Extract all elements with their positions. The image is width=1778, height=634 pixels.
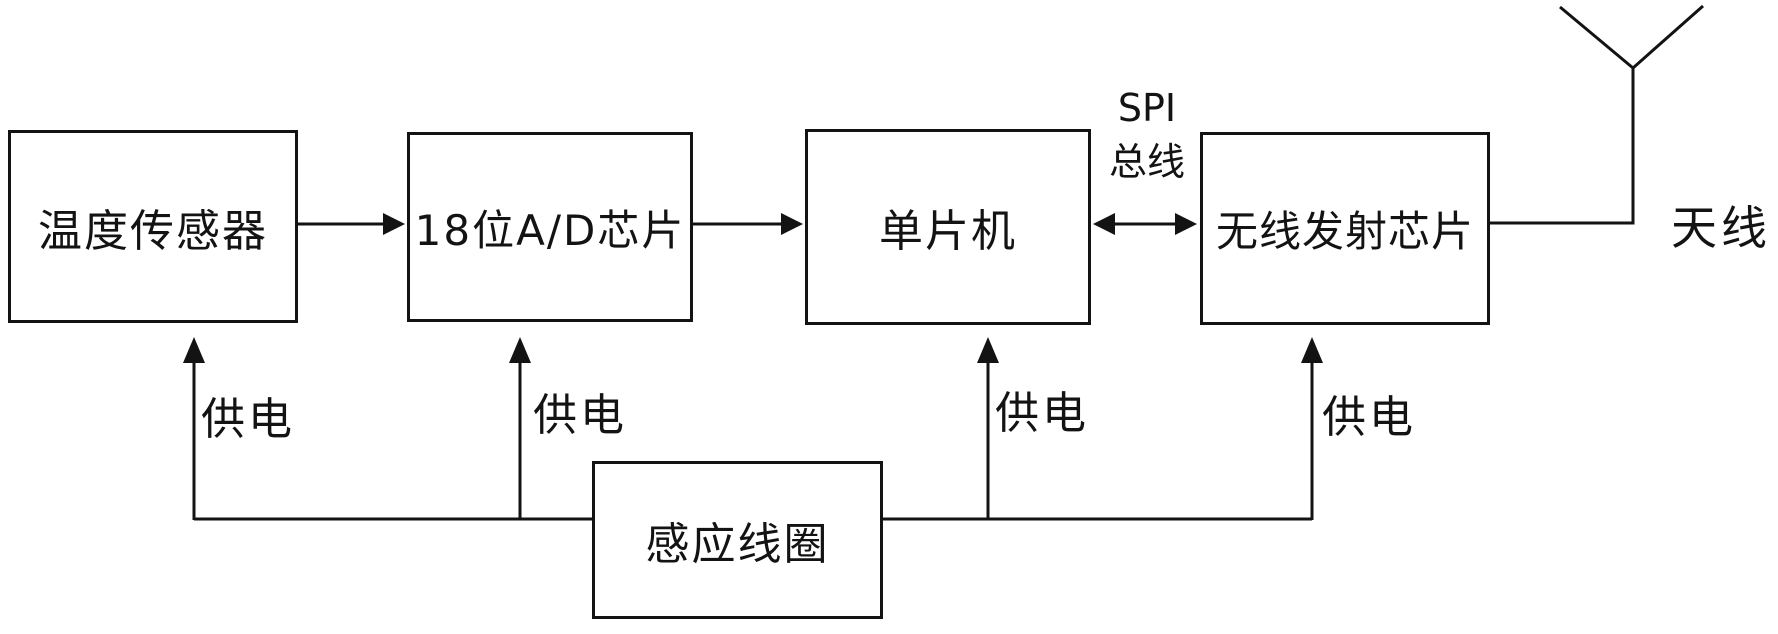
block-wireless-transmitter: 无线发射芯片	[1200, 132, 1490, 325]
power-supply-label-3: 供电	[995, 388, 1089, 439]
block-adc-chip-label: 18位A/D芯片	[414, 205, 686, 255]
power-supply-label-4: 供电	[1322, 392, 1416, 443]
antenna-feed-line	[1490, 68, 1635, 225]
block-induction-coil: 感应线圈	[592, 461, 883, 619]
spi-bus-label-line1: SPI	[1117, 86, 1177, 130]
signal-arrow-adc-to-mcu	[693, 213, 803, 235]
block-temperature-sensor-label: 温度传感器	[38, 205, 268, 257]
power-arrow-to-temp-sensor	[183, 337, 205, 520]
power-supply-label-1: 供电	[201, 394, 295, 445]
block-temperature-sensor: 温度传感器	[8, 130, 298, 323]
antenna-label: 天线	[1671, 201, 1771, 255]
power-supply-label-2: 供电	[533, 390, 627, 441]
antenna-icon	[1559, 4, 1704, 70]
block-microcontroller-label: 单片机	[879, 206, 1017, 257]
block-microcontroller: 单片机	[805, 129, 1091, 325]
block-wireless-transmitter-label: 无线发射芯片	[1215, 207, 1474, 256]
block-adc-chip: 18位A/D芯片	[407, 132, 693, 322]
power-arrow-to-rf	[1301, 337, 1323, 520]
signal-arrow-sensor-to-adc	[297, 213, 405, 235]
spi-bus-label-line2: 总线	[1108, 139, 1185, 184]
spi-bidirectional-arrow	[1093, 213, 1197, 235]
power-arrow-to-mcu	[977, 337, 999, 519]
spi-bus-label: SPI 总线	[1088, 82, 1206, 190]
block-induction-coil-label: 感应线圈	[645, 519, 830, 570]
power-arrow-to-adc	[509, 337, 531, 519]
